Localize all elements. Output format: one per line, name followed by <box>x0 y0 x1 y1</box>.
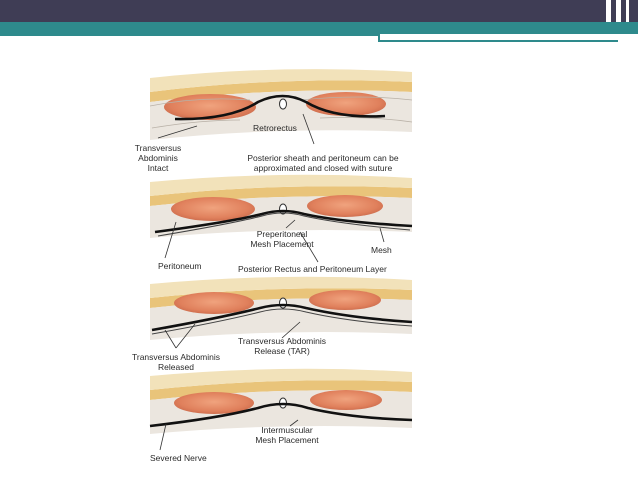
slide-accent-band <box>0 22 638 34</box>
rectus-muscle-right <box>309 290 381 310</box>
mesh-line <box>174 94 386 121</box>
leader-line <box>164 329 177 349</box>
panel-retrorectus <box>149 69 413 145</box>
leader-line <box>285 219 296 229</box>
label-severed-nerve: Severed Nerve <box>150 453 207 463</box>
mesh-line <box>149 402 413 428</box>
panel-preperitoneal <box>150 174 413 263</box>
rectus-muscle-right <box>306 92 386 116</box>
label-retrorectus: Retrorectus <box>253 123 297 133</box>
linea-alba-marker <box>279 297 287 309</box>
leader-line <box>379 227 385 243</box>
label-posterior-sheath-note: Posterior sheath and peritoneum can be a… <box>247 153 399 173</box>
slide-accent-line <box>0 34 378 36</box>
fat-layer <box>150 186 412 206</box>
rectus-muscle-left <box>171 197 255 221</box>
label-transversus-abdominis-intact: Transversus Abdominis Intact <box>134 143 182 173</box>
linea-alba-marker <box>279 98 287 110</box>
skin-layer <box>150 276 412 298</box>
label-preperitoneal-mesh: Preperitoneal Mesh Placement <box>250 229 314 249</box>
panel-tar <box>150 276 413 349</box>
leader-line <box>157 125 198 139</box>
mesh-line <box>151 303 413 332</box>
label-intermuscular-mesh: Intermuscular Mesh Placement <box>255 425 319 445</box>
rectus-muscle-left <box>174 392 254 414</box>
header-stripe <box>606 0 611 22</box>
fascia-line <box>151 117 413 129</box>
rectus-muscle-right <box>310 390 382 410</box>
label-transversus-abdominis-released: Transversus Abdominis Released <box>131 352 221 372</box>
label-tar: Transversus Abdominis Release (TAR) <box>237 336 327 356</box>
leader-line <box>159 423 167 451</box>
peritoneum-line <box>157 212 411 237</box>
leader-line <box>289 419 299 427</box>
leader-line <box>302 113 315 145</box>
slide-header-bar <box>0 0 638 22</box>
label-peritoneum: Peritoneum <box>158 261 202 271</box>
slide-accent-line <box>378 34 380 42</box>
label-posterior-rectus-peritoneum: Posterior Rectus and Peritoneum Layer <box>238 264 387 274</box>
rectus-muscle-left <box>174 292 254 314</box>
leader-line <box>164 221 177 259</box>
leader-line <box>281 321 301 339</box>
leader-line <box>299 231 319 263</box>
fat-layer <box>150 380 412 400</box>
header-stripe <box>626 0 629 22</box>
rectus-muscle-right <box>307 195 383 217</box>
skin-layer <box>150 368 412 390</box>
mesh-line <box>154 209 413 234</box>
slide-accent-line <box>378 40 618 42</box>
skin-layer <box>150 174 412 196</box>
panel-intermuscular <box>149 368 413 451</box>
label-mesh: Mesh <box>371 245 392 255</box>
header-stripe <box>616 0 621 22</box>
peritoneum-line <box>151 308 413 335</box>
leader-line <box>175 323 196 349</box>
fascia-line <box>149 96 413 107</box>
fat-layer <box>150 80 412 102</box>
skin-layer <box>150 69 412 92</box>
